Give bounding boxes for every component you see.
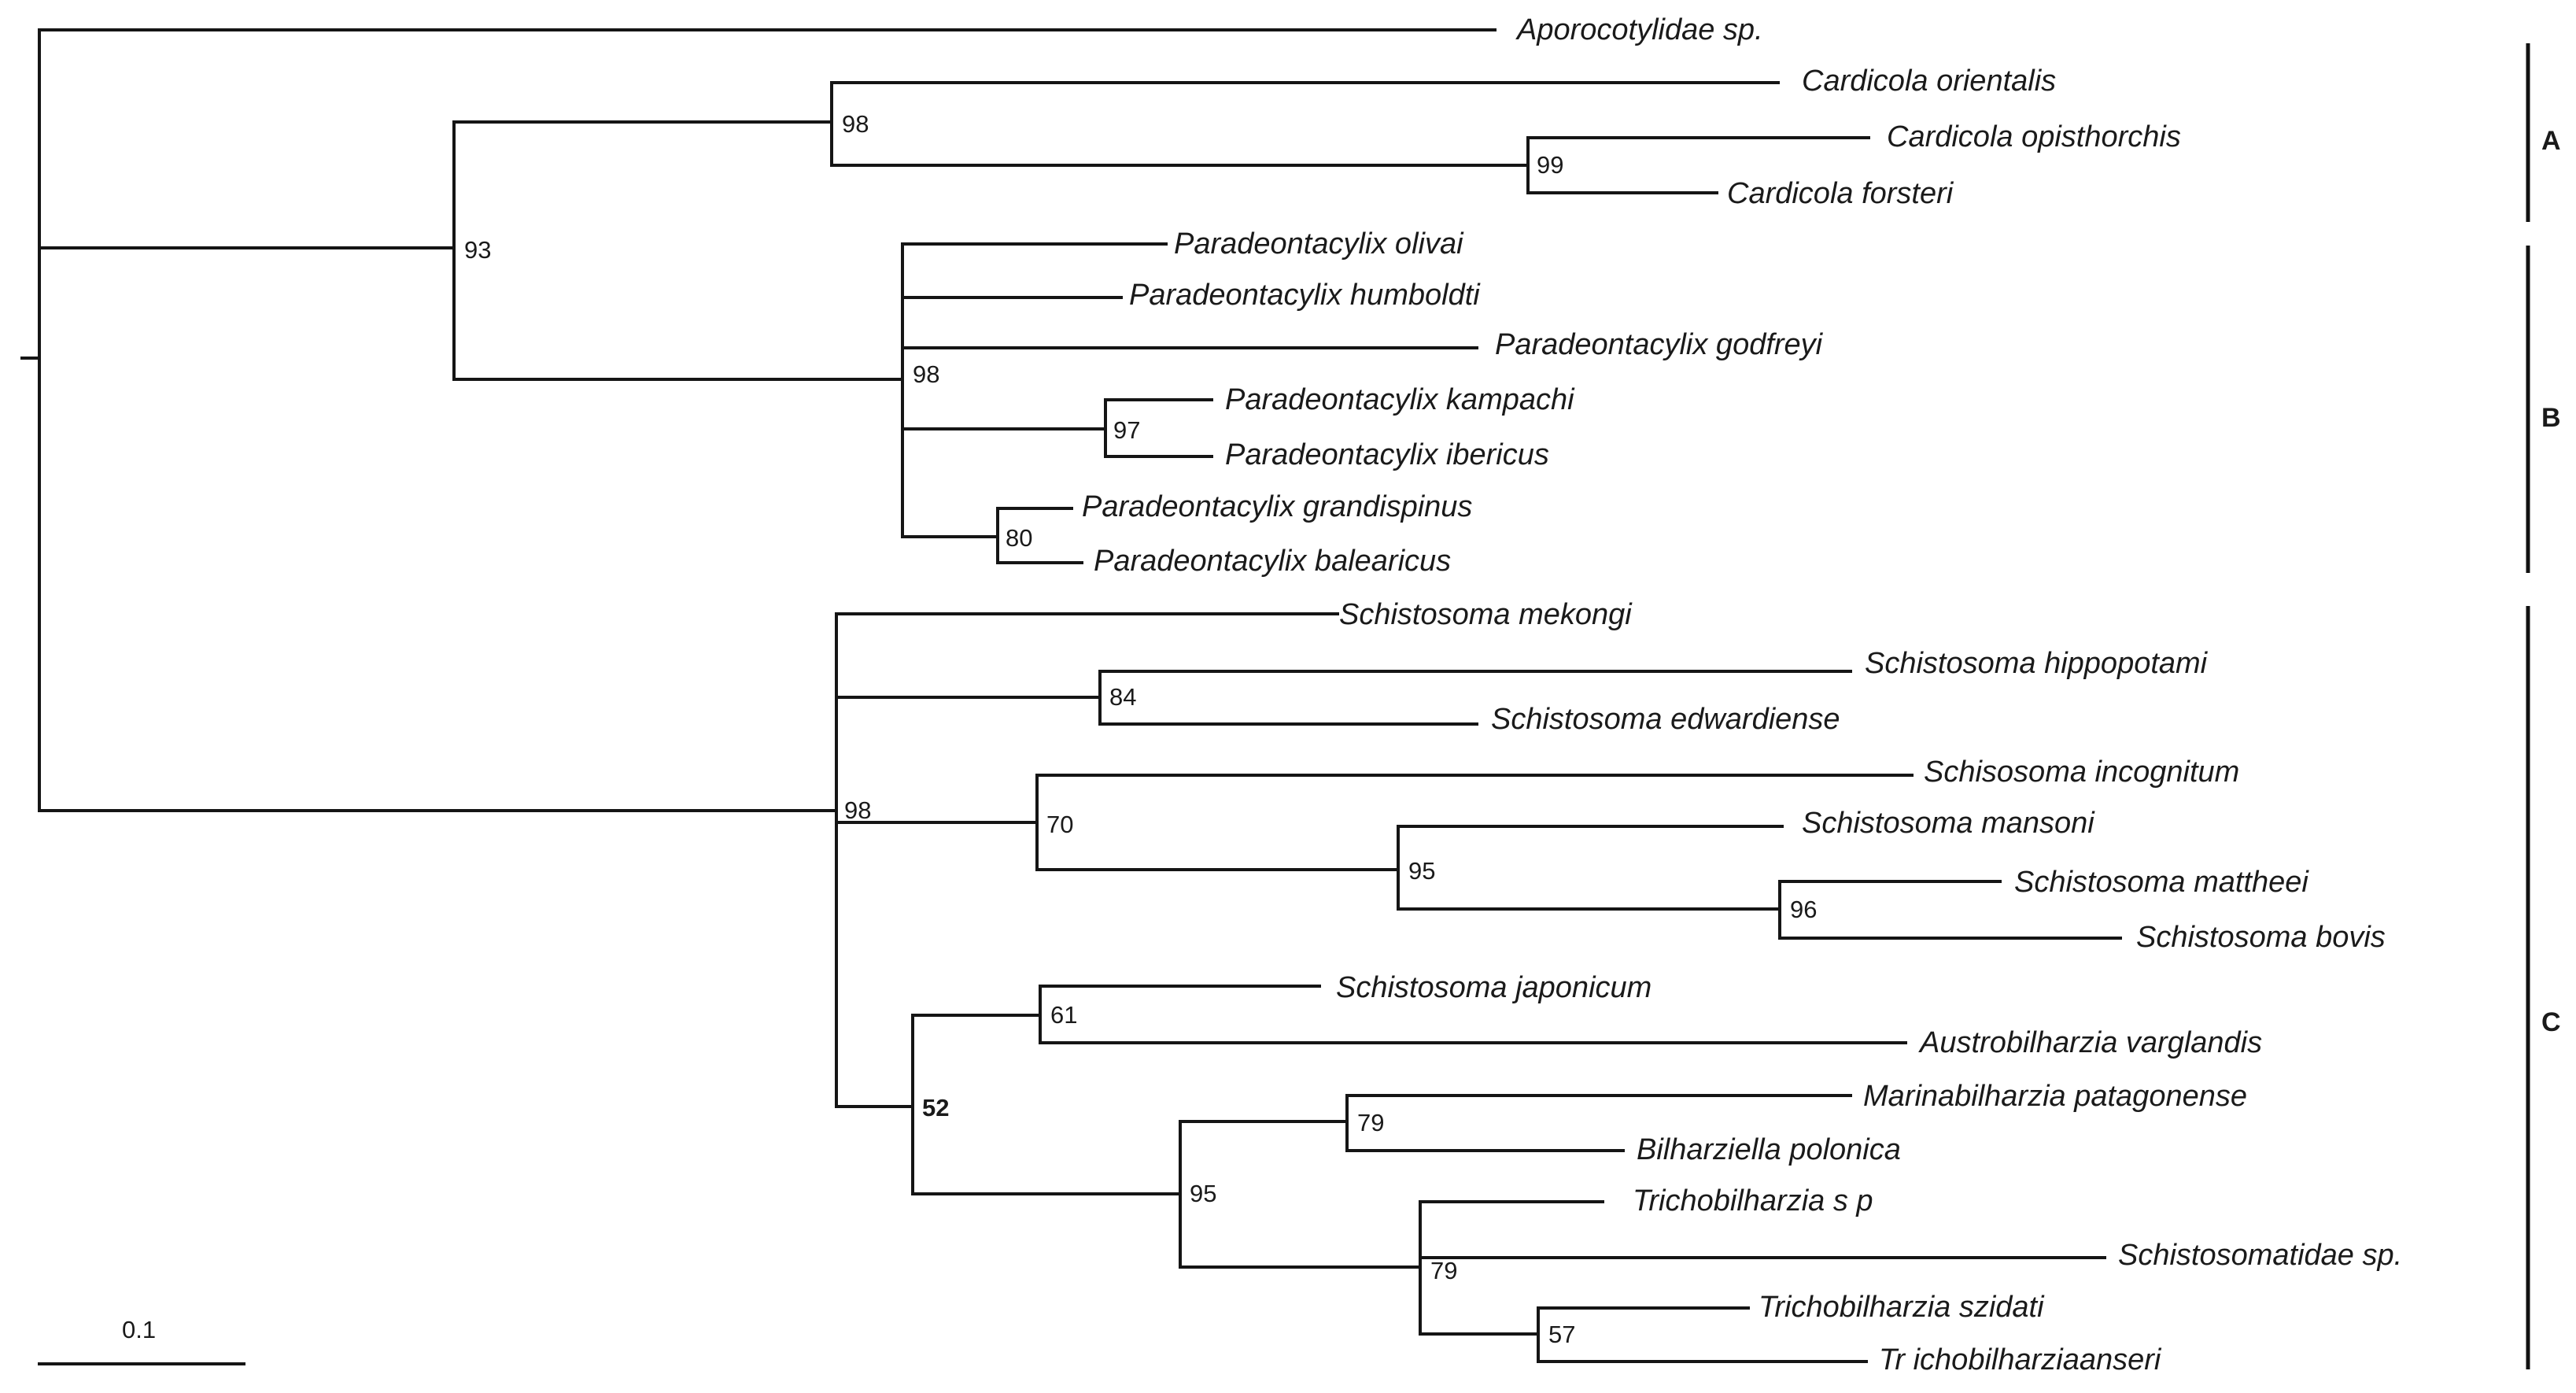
scale-bar-label: 0.1 bbox=[122, 1316, 156, 1343]
taxon-label: Aporocotylidae sp. bbox=[1515, 13, 1763, 46]
taxon-label: Paradeontacylix kampachi bbox=[1225, 383, 1575, 416]
group-label-a: A bbox=[2541, 126, 2561, 156]
bootstrap-value: 96 bbox=[1790, 896, 1817, 923]
taxon-label: Paradeontacylix godfreyi bbox=[1495, 328, 1824, 361]
group-label-b: B bbox=[2541, 403, 2561, 433]
bootstrap-value: 61 bbox=[1050, 1001, 1077, 1029]
taxon-label: Paradeontacylix humboldti bbox=[1129, 279, 1481, 312]
bootstrap-value: 95 bbox=[1408, 857, 1435, 885]
taxon-label: Trichobilharzia s p bbox=[1633, 1184, 1873, 1217]
taxon-label: Paradeontacylix ibericus bbox=[1225, 438, 1549, 471]
taxon-label: Schistosoma edwardiense bbox=[1491, 703, 1840, 736]
taxon-label: Tr ichobilharziaanseri bbox=[1879, 1343, 2162, 1376]
bootstrap-value: 95 bbox=[1190, 1180, 1216, 1207]
taxon-label: Cardicola orientalis bbox=[1802, 65, 2056, 98]
bootstrap-value: 98 bbox=[913, 360, 939, 388]
taxon-label: Austrobilharzia varglandis bbox=[1918, 1026, 2262, 1059]
taxon-label: Schistosoma mekongi bbox=[1339, 598, 1633, 631]
bootstrap-value: 93 bbox=[464, 236, 491, 264]
taxon-label: Paradeontacylix grandispinus bbox=[1082, 490, 1472, 523]
taxon-label: Trichobilharzia szidati bbox=[1759, 1291, 2045, 1324]
taxon-label: Cardicola forsteri bbox=[1727, 177, 1954, 210]
bootstrap-value: 52 bbox=[922, 1094, 949, 1121]
tree-branches bbox=[20, 28, 2122, 1363]
bootstrap-value: 97 bbox=[1113, 416, 1140, 444]
taxon-label: Schistosomatidae sp. bbox=[2118, 1239, 2402, 1272]
taxon-label: Schistosoma mansoni bbox=[1802, 807, 2095, 840]
bootstrap-labels: 93 98 99 98 97 80 98 84 70 95 96 52 61 9… bbox=[464, 110, 1817, 1348]
taxon-label: Schisosoma incognitum bbox=[1924, 756, 2239, 789]
taxon-labels: Aporocotylidae sp. Cardicola orientalis … bbox=[1082, 13, 2402, 1376]
taxon-label: Bilharziella polonica bbox=[1637, 1133, 1901, 1166]
bootstrap-value: 98 bbox=[844, 796, 871, 824]
taxon-label: Marinabilharzia patagonense bbox=[1863, 1080, 2247, 1113]
taxon-label: Schistosoma japonicum bbox=[1336, 971, 1652, 1004]
taxon-label: Schistosoma bovis bbox=[2136, 921, 2386, 954]
taxon-label: Paradeontacylix olivai bbox=[1174, 227, 1464, 260]
scale-bar: 0.1 bbox=[38, 1316, 245, 1365]
bootstrap-value: 84 bbox=[1109, 683, 1136, 711]
taxon-label: Paradeontacylix balearicus bbox=[1094, 545, 1451, 578]
taxon-label: Cardicola opisthorchis bbox=[1887, 120, 2181, 153]
group-brackets: A B C bbox=[2526, 43, 2561, 1369]
bootstrap-value: 79 bbox=[1430, 1257, 1457, 1284]
bootstrap-value: 79 bbox=[1357, 1109, 1384, 1136]
bootstrap-value: 98 bbox=[842, 110, 869, 138]
bootstrap-value: 80 bbox=[1006, 524, 1032, 552]
taxon-label: Schistosoma hippopotami bbox=[1865, 647, 2209, 680]
bootstrap-value: 70 bbox=[1046, 811, 1073, 838]
group-label-c: C bbox=[2541, 1007, 2561, 1037]
bootstrap-value: 57 bbox=[1548, 1321, 1575, 1348]
bootstrap-value: 99 bbox=[1537, 151, 1563, 179]
taxon-label: Schistosoma mattheei bbox=[2014, 866, 2309, 899]
